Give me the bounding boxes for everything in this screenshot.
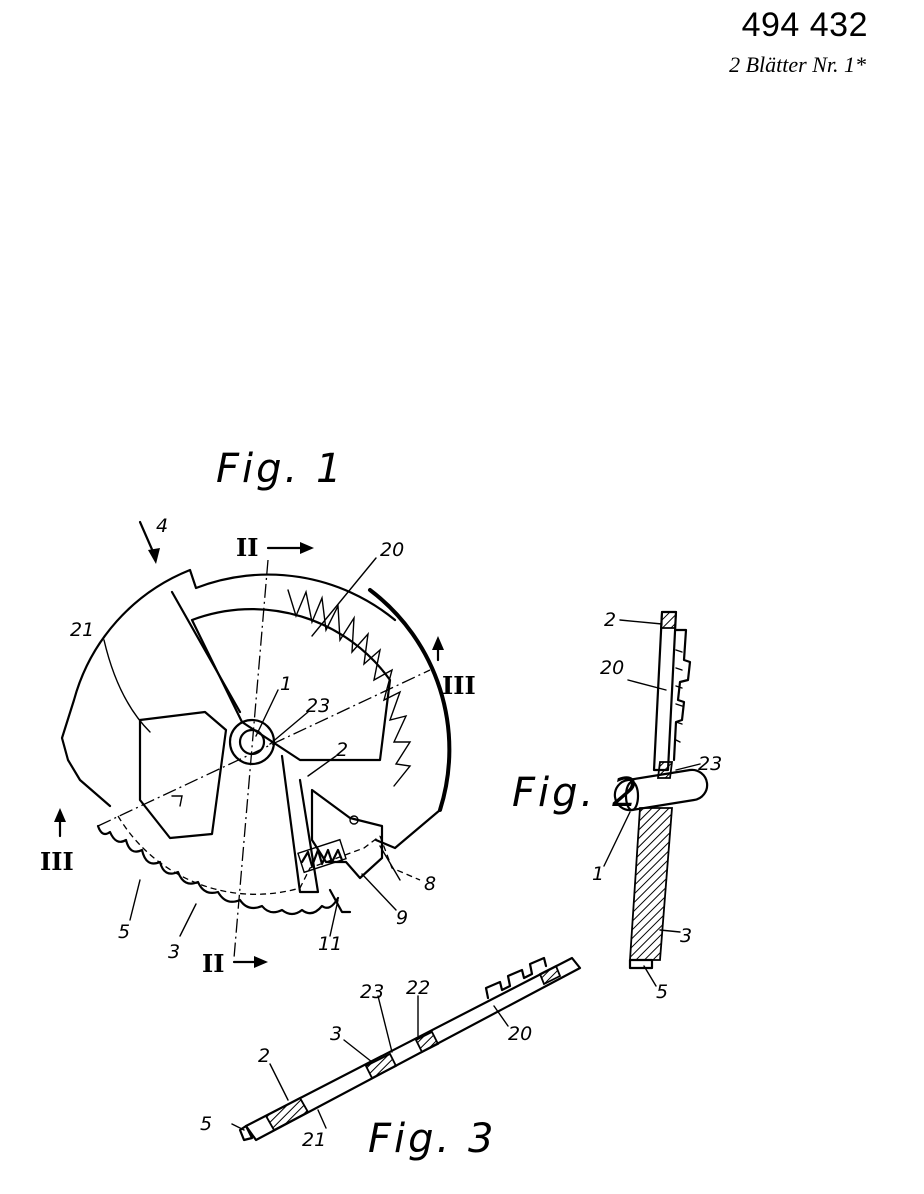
fig2-label-23: 23 xyxy=(698,753,722,775)
fig1-title: Fig. 1 xyxy=(216,446,344,492)
fig2-label-20: 20 xyxy=(600,657,624,679)
fig1-hub-outer xyxy=(228,718,276,766)
fig1-leaders xyxy=(103,557,401,937)
fig1-section-ii-bottom: II xyxy=(202,949,224,978)
fig3-label-2: 2 xyxy=(258,1045,270,1067)
patent-number: 494 432 xyxy=(741,6,868,44)
fig1-arrowhead-iii-right xyxy=(432,636,444,650)
fig1-saw-teeth xyxy=(287,589,412,787)
fig3-title: Fig. 3 xyxy=(368,1116,496,1162)
fig3-label-21: 21 xyxy=(302,1129,326,1151)
fig3-rack xyxy=(484,956,548,1000)
fig1-hidden-edge xyxy=(117,815,381,895)
sheet-info: 2 Blätter Nr. 1* xyxy=(729,52,866,77)
fig2-plate-upper xyxy=(652,610,678,772)
fig1-label-23: 23 xyxy=(306,695,330,717)
fig2-label-1: 1 xyxy=(592,863,604,885)
fig1-right-lower-rim xyxy=(374,808,442,850)
fig1-notch xyxy=(171,795,183,807)
fig3-label-5: 5 xyxy=(200,1113,212,1135)
fig1-plate-21 xyxy=(138,710,228,840)
fig1-label-2: 2 xyxy=(336,739,348,761)
fig2-label-5: 5 xyxy=(656,981,668,1003)
fig1-arm-2 xyxy=(280,754,320,894)
fig1-right-rim xyxy=(368,588,452,812)
fig1-arrowhead-iii-left xyxy=(54,808,66,822)
fig1-label-3: 3 xyxy=(168,941,180,963)
fig2-section-lower xyxy=(629,807,673,961)
fig2-label-2: 2 xyxy=(604,609,616,631)
fig2-shaft xyxy=(613,768,709,812)
fig1-foot-11 xyxy=(328,888,352,914)
fig1-label-20: 20 xyxy=(380,539,404,561)
fig1-divider xyxy=(170,590,242,714)
fig1-section-line-ii xyxy=(233,559,269,959)
fig3-plate xyxy=(244,956,582,1142)
fig2-shaft-end xyxy=(624,780,640,812)
fig1-label-1: 1 xyxy=(280,673,292,695)
fig2-base-5 xyxy=(628,958,654,970)
fig2-title: Fig. 2 xyxy=(512,770,640,816)
fig3-base-5 xyxy=(238,1124,254,1142)
fig1-label-9: 9 xyxy=(396,907,408,929)
fig3-label-3: 3 xyxy=(330,1023,342,1045)
fig2-leaders xyxy=(603,619,701,987)
fig1-label-5: 5 xyxy=(118,921,130,943)
fig1-hidden-edge-8 xyxy=(379,835,421,881)
fig1-section-iii-right: III xyxy=(442,671,476,700)
fig3-drawing: Fig. 3 2 3 23 22 20 21 5 xyxy=(200,956,582,1162)
fig3-section-end xyxy=(538,964,562,986)
fig1-label-4: 4 xyxy=(156,515,168,537)
fig1-label-21: 21 xyxy=(70,619,94,641)
fig1-label-8: 8 xyxy=(424,873,436,895)
fig1-sector-20 xyxy=(190,608,392,762)
fig1-pivot xyxy=(349,815,359,825)
fig2-section-upper xyxy=(660,611,677,629)
fig3-label-23: 23 xyxy=(360,981,384,1003)
fig2-label-3: 3 xyxy=(680,925,692,947)
fig2-hub-23 xyxy=(656,761,674,779)
fig1-outer-rim xyxy=(60,568,397,808)
fig2-rack-teeth xyxy=(675,649,683,743)
fig2-rack xyxy=(672,628,692,762)
fig3-label-20: 20 xyxy=(508,1023,532,1045)
fig3-section-22 xyxy=(414,1030,440,1054)
fig1-arrowhead-ii-bottom xyxy=(254,956,268,968)
fig3-section-3 xyxy=(364,1052,398,1080)
fig1-gear-teeth xyxy=(96,824,340,916)
fig1-arrowhead-4 xyxy=(148,548,160,564)
fig1-section-ii-top: II xyxy=(236,533,258,562)
fig1-section-line-iii xyxy=(97,669,431,827)
fig2-drawing: Fig. 2 2 20 23 1 3 5 xyxy=(512,609,722,1003)
fig1-drawing: Fig. 1 4 20 21 1 23 2 8 9 11 5 3 II II I… xyxy=(40,446,476,978)
fig1-spring xyxy=(300,848,344,868)
fig1-label-11: 11 xyxy=(318,933,342,955)
fig1-section-iii-left: III xyxy=(40,847,74,876)
fig3-leaders xyxy=(231,995,509,1131)
fig1-arrowhead-ii-top xyxy=(300,542,314,554)
fig1-arrow-4 xyxy=(138,520,156,556)
fig3-section-2 xyxy=(264,1096,310,1132)
fig1-spring-housing xyxy=(297,838,347,874)
fig3-label-22: 22 xyxy=(406,977,430,999)
